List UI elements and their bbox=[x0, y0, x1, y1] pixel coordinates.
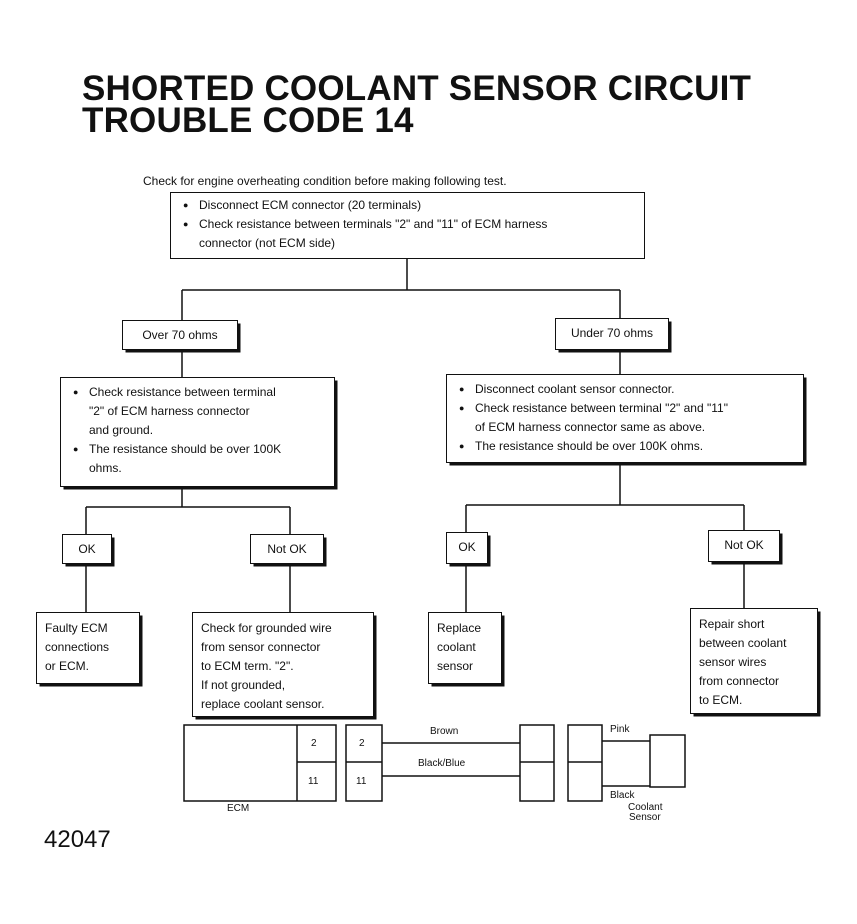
top-step-2-cont: connector (not ECM side) bbox=[199, 236, 336, 250]
ecm-block bbox=[183, 724, 337, 802]
sensor-connector-half bbox=[567, 724, 603, 802]
top-instruction-box: Disconnect ECM connector (20 terminals) … bbox=[170, 192, 645, 259]
right-check-box: Disconnect coolant sensor connector. Che… bbox=[446, 374, 804, 463]
ecm-harness-connector bbox=[345, 724, 383, 802]
wire-pink-label: Pink bbox=[610, 724, 630, 735]
harness-pin-11: 11 bbox=[356, 776, 367, 787]
document-number: 42047 bbox=[44, 826, 111, 853]
outcome-notok-left: Not OK bbox=[250, 534, 324, 564]
page-title-line2: TROUBLE CODE 14 bbox=[82, 101, 414, 140]
right-step-2: Check resistance between terminal "2" an… bbox=[453, 399, 797, 437]
left-step-1: Check resistance between terminal"2" of … bbox=[67, 383, 328, 440]
outcome-ok-right: OK bbox=[446, 532, 488, 564]
harness-pin-2: 2 bbox=[359, 738, 365, 749]
page-title-line1: SHORTED COOLANT SENSOR CIRCUIT bbox=[82, 69, 752, 108]
coolant-sensor bbox=[649, 734, 686, 788]
sensor-label-2: Sensor bbox=[629, 812, 661, 823]
wire-black-label: Black bbox=[610, 790, 635, 801]
outcome-notok-right: Not OK bbox=[708, 530, 780, 562]
branch-under-70: Under 70 ohms bbox=[555, 318, 669, 350]
wire-brown-label: Brown bbox=[430, 726, 459, 737]
harness-connector-half bbox=[519, 724, 555, 802]
right-step-3: The resistance should be over 100K ohms. bbox=[453, 437, 797, 456]
ecm-label: ECM bbox=[227, 803, 250, 814]
ecm-pin-11: 11 bbox=[308, 776, 319, 787]
top-step-1: Disconnect ECM connector (20 terminals) bbox=[177, 196, 638, 215]
ecm-pin-2: 2 bbox=[311, 738, 317, 749]
outcome-ok-left: OK bbox=[62, 534, 112, 564]
sensor-label-1: Coolant bbox=[628, 802, 663, 813]
left-check-box: Check resistance between terminal"2" of … bbox=[60, 377, 335, 487]
branch-over-70: Over 70 ohms bbox=[122, 320, 238, 350]
top-step-2: Check resistance between terminals "2" a… bbox=[177, 215, 638, 234]
intro-text: Check for engine overheating condition b… bbox=[143, 174, 507, 188]
right-step-1: Disconnect coolant sensor connector. bbox=[453, 380, 797, 399]
wire-blackblue-label: Black/Blue bbox=[418, 758, 466, 769]
